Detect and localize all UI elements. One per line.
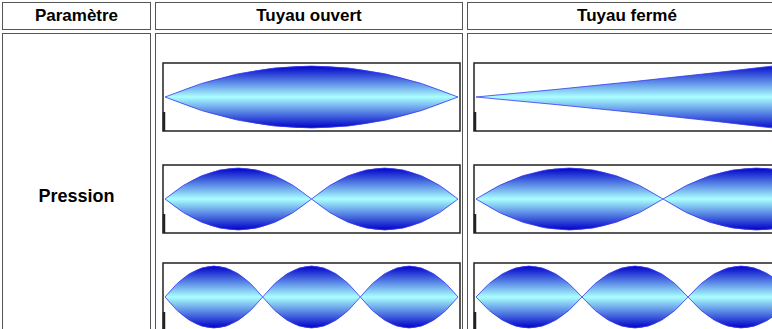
- table-cell-text: Tuyau ouvert: [256, 6, 361, 26]
- table-cell-text: Pression: [38, 186, 114, 207]
- table-cell: Tuyau fermé: [467, 2, 772, 30]
- table-cell-text: Tuyau fermé: [577, 6, 677, 26]
- table-cell: Tuyau ouvert: [155, 2, 463, 30]
- table-cell: Paramètre: [2, 2, 151, 30]
- table-cell-text: Paramètre: [35, 6, 118, 26]
- table-cell: Pression: [2, 33, 151, 329]
